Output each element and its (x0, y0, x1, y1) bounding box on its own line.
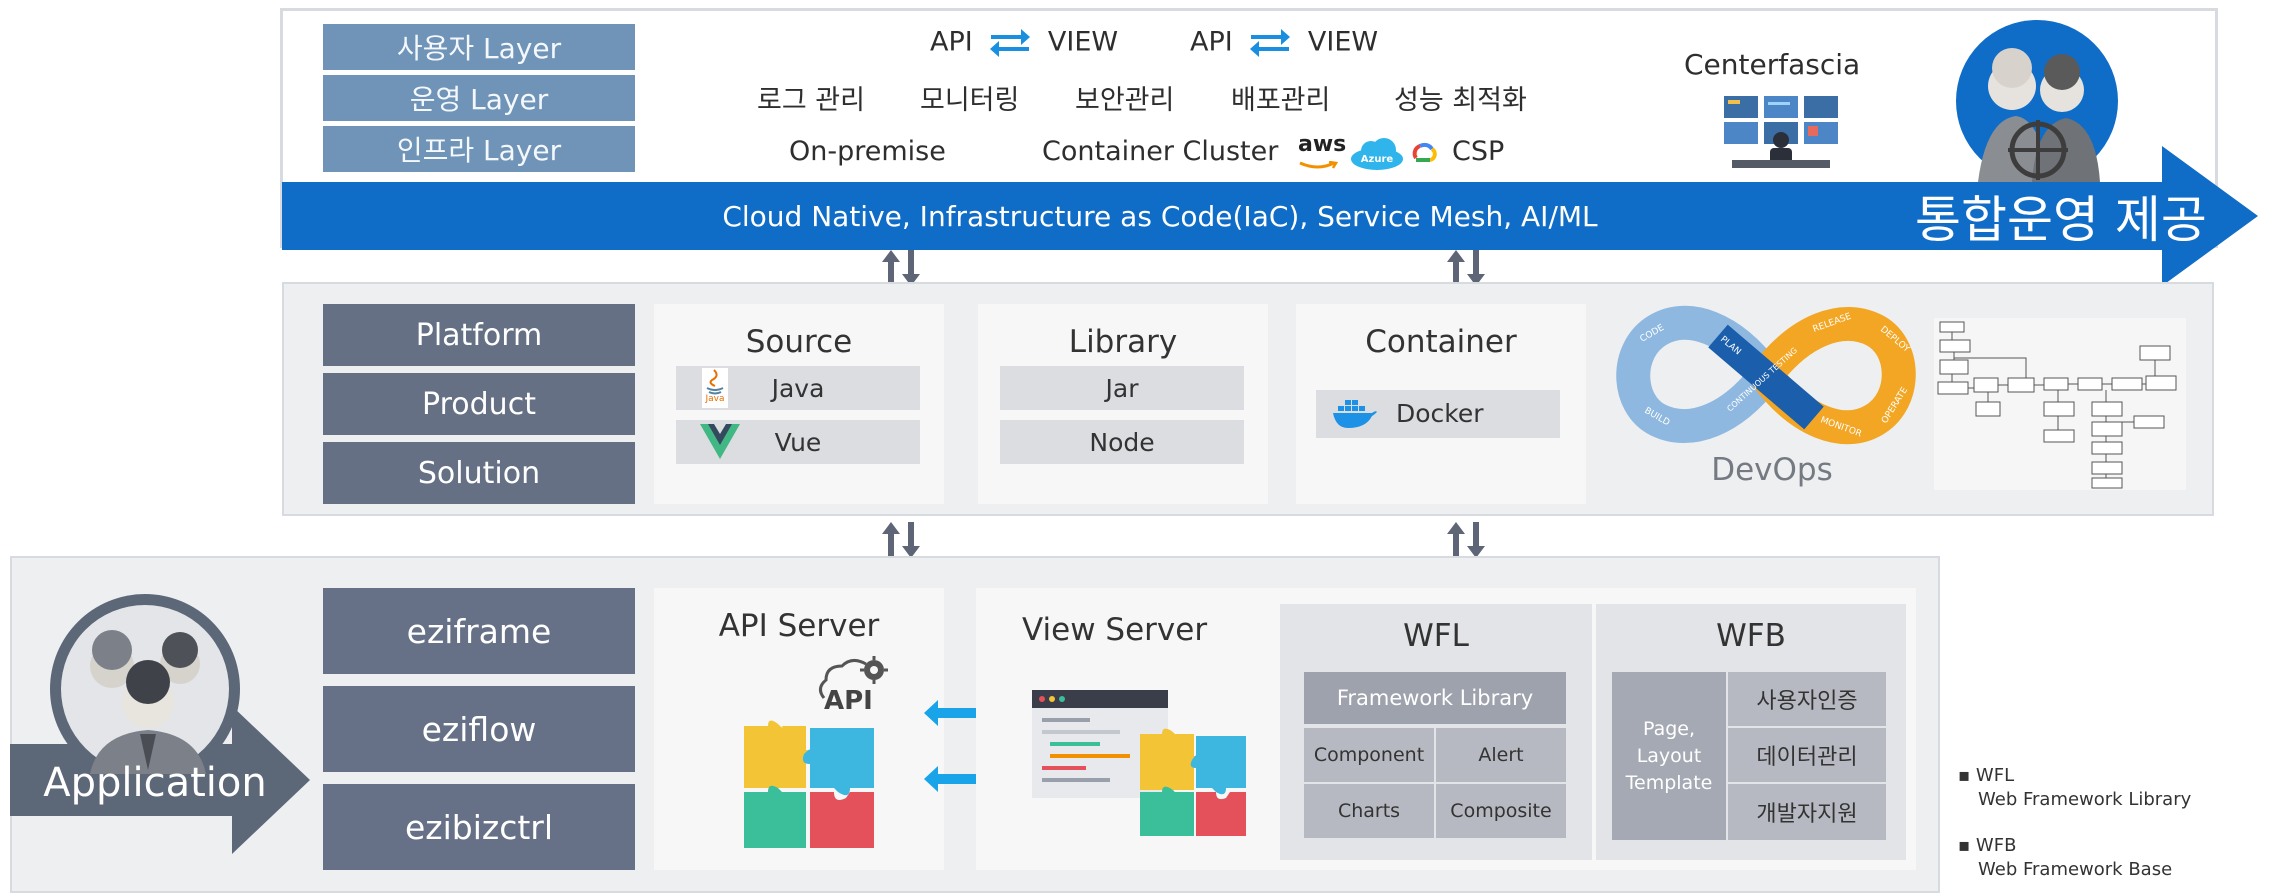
legend-wfb: ▪ WFB Web Framework Base (1958, 835, 2173, 880)
solution-box: Solution (323, 442, 635, 504)
page-layout-template-cell: Page, Layout Template (1612, 672, 1726, 840)
charts-cell: Charts (1304, 784, 1434, 838)
gcp-logo-icon (1410, 140, 1438, 168)
monitoring-label: 모니터링 (920, 85, 1020, 116)
composite-cell: Composite (1436, 784, 1566, 838)
integrated-ops-label: 통합운영 제공 (1915, 191, 2207, 249)
api-view-pair-1: API VIEW (930, 26, 1118, 60)
product-box: Product (323, 373, 635, 435)
docker-whale-icon (1333, 400, 1377, 428)
legend-wfl: ▪ WFL Web Framework Library (1958, 765, 2192, 810)
api-cloud-gear-icon (819, 656, 888, 699)
bidirectional-arrow-icon (924, 766, 994, 792)
eziframe-box: eziframe (323, 588, 635, 674)
vue-chip: Vue (676, 420, 920, 464)
api-server-card: API Server API (654, 588, 944, 870)
container-cluster-label: Container Cluster (1042, 136, 1279, 167)
devops-label: DevOps (1711, 452, 1833, 488)
data-mgmt-cell: 데이터관리 (1728, 728, 1886, 782)
api-icon-text: API (824, 686, 873, 716)
centerfascia-label: Centerfascia (1684, 48, 1861, 81)
eziflow-box: eziflow (323, 686, 635, 772)
updown-arrows-icon (1447, 250, 1485, 286)
log-mgmt-label: 로그 관리 (757, 85, 865, 116)
alert-cell: Alert (1436, 728, 1566, 782)
view-server-title: View Server (1022, 612, 1208, 648)
ops-layer-box: 운영 Layer (323, 75, 635, 121)
swap-arrows-icon (1250, 29, 1291, 57)
framework-library-header: Framework Library (1304, 672, 1566, 724)
aws-smile-icon (1299, 160, 1339, 169)
operators-avatar (1956, 20, 2118, 182)
csp-label: CSP (1452, 136, 1505, 167)
aws-logo-icon: aws (1298, 134, 1346, 170)
users-avatar (50, 594, 240, 784)
cloud-native-text: Cloud Native, Infrastructure as Code(IaC… (722, 199, 1598, 233)
bidirectional-arrow-icon (924, 700, 994, 726)
java-logo-icon: Java (702, 368, 728, 408)
dev-support-cell: 개발자지원 (1728, 784, 1886, 840)
platform-box: Platform (323, 304, 635, 366)
node-chip: Node (1000, 420, 1244, 464)
cloud-native-bar (282, 182, 2162, 250)
source-card: Source Java Java Vue (654, 304, 944, 504)
deploy-mgmt-label: 배포관리 (1231, 85, 1331, 116)
api-view-pair-2: API VIEW (1190, 26, 1378, 60)
library-title: Library (1068, 324, 1178, 360)
user-layer-box: 사용자 Layer (323, 24, 635, 70)
container-card: Container Docker (1296, 304, 1586, 504)
jar-chip: Jar (1000, 366, 1244, 410)
flowchart-thumbnail (1934, 318, 2186, 490)
updown-arrows-icon (1447, 522, 1485, 558)
code-editor-icon (1032, 690, 1246, 836)
application-label: Application (43, 760, 267, 806)
ezibizctrl-box: ezibizctrl (323, 784, 635, 870)
library-card: Library Jar Node (978, 304, 1268, 504)
perf-opt-label: 성능 최적화 (1394, 85, 1527, 116)
source-title: Source (745, 324, 853, 360)
user-auth-cell: 사용자인증 (1728, 672, 1886, 726)
devops-infinity-icon: CODE PLAN BUILD CONTINUOUS TESTING RELEA… (1616, 305, 1916, 445)
swap-arrows-icon (990, 29, 1031, 57)
arrow-right-icon (2140, 146, 2258, 286)
infra-layer-box: 인프라 Layer (323, 126, 635, 172)
security-mgmt-label: 보안관리 (1075, 85, 1175, 116)
puzzle-pieces-icon (744, 720, 874, 848)
on-premise-label: On-premise (789, 136, 946, 167)
api-server-title: API Server (718, 608, 880, 644)
azure-cloud-icon: Azure (1350, 137, 1404, 171)
updown-arrows-icon (882, 250, 920, 286)
wfb-title: WFB (1716, 618, 1786, 654)
component-cell: Component (1304, 728, 1434, 782)
vue-logo-icon (700, 424, 740, 459)
control-room-icon (1722, 92, 1840, 176)
container-title: Container (1365, 324, 1517, 360)
wfl-title: WFL (1403, 618, 1469, 654)
updown-arrows-icon (882, 522, 920, 558)
docker-chip: Docker (1316, 390, 1560, 438)
